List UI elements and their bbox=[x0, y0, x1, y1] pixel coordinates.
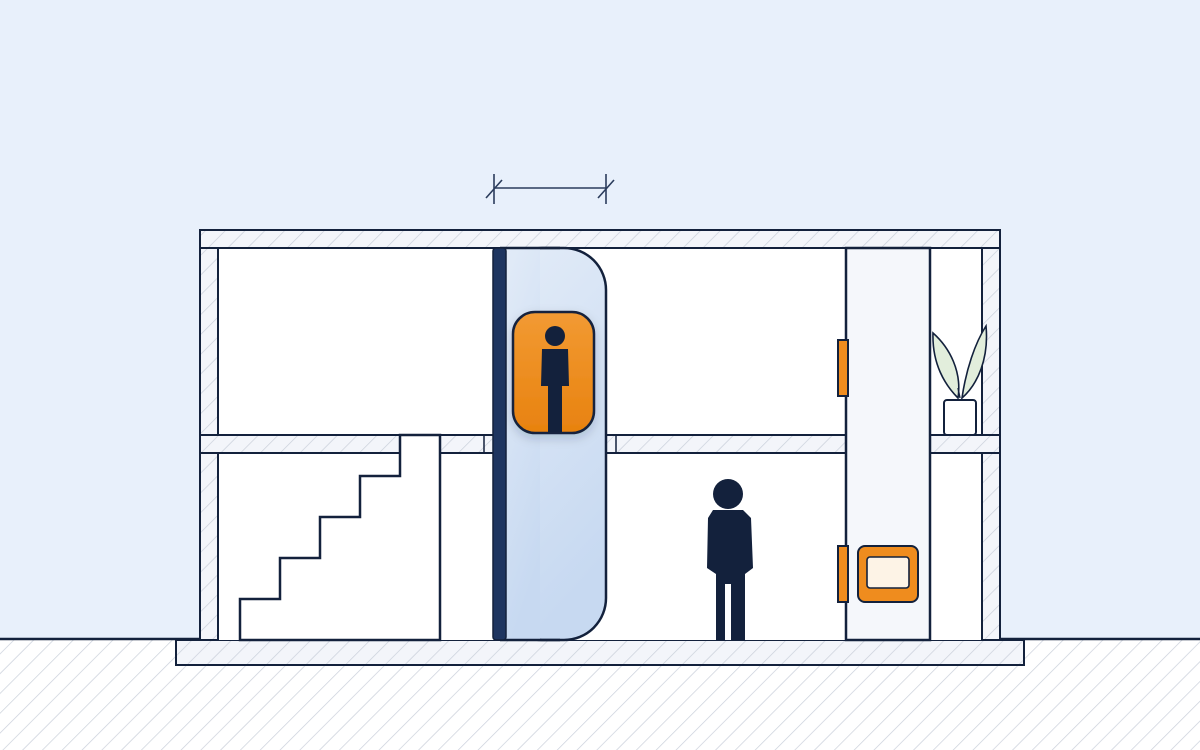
person-icon bbox=[707, 479, 753, 640]
elevator-guide-rail bbox=[492, 247, 507, 641]
elevator-shaft bbox=[498, 246, 608, 642]
person-icon bbox=[541, 326, 569, 432]
potted-plant-icon bbox=[932, 323, 988, 436]
foundation-slab bbox=[175, 639, 1025, 666]
shaft-width-dimension bbox=[485, 174, 615, 204]
control-panel-icon bbox=[857, 545, 919, 603]
staircase bbox=[238, 433, 442, 642]
roof-slab bbox=[199, 229, 1001, 249]
lower-hinge bbox=[837, 545, 849, 603]
upper-hinge bbox=[837, 339, 849, 397]
